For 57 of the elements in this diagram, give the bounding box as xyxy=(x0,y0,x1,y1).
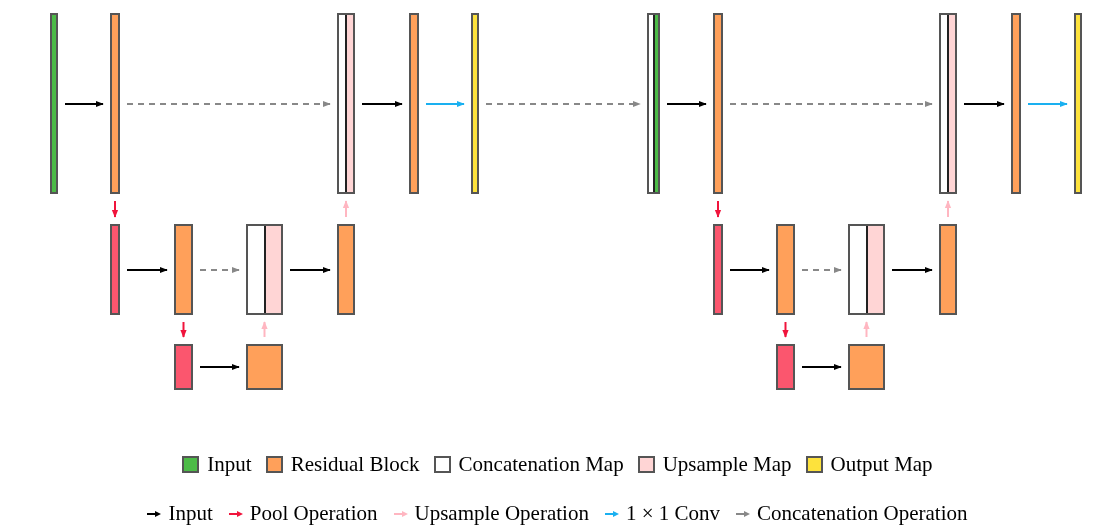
concatenation-block xyxy=(246,224,283,315)
legend-label: Pool Operation xyxy=(249,503,378,524)
pool-block xyxy=(110,224,120,315)
arrow xyxy=(714,200,722,218)
arrow xyxy=(963,100,1005,108)
pool-block xyxy=(174,344,193,390)
arrow xyxy=(64,100,104,108)
output-bar xyxy=(471,13,479,194)
arrow xyxy=(863,321,870,338)
arrow xyxy=(289,266,331,274)
arrow xyxy=(944,200,952,218)
legend-label: 1 × 1 Conv xyxy=(625,503,720,524)
arrow xyxy=(782,321,789,338)
concatenation-block xyxy=(939,13,957,194)
residual-block xyxy=(110,13,120,194)
residual-block xyxy=(337,224,355,315)
residual-block xyxy=(848,344,885,390)
arrow xyxy=(485,100,641,108)
pool-block xyxy=(713,224,723,315)
concatenation-block xyxy=(848,224,885,315)
arrow xyxy=(199,363,240,371)
arrow xyxy=(1027,100,1068,108)
arrow xyxy=(729,100,933,108)
arrow xyxy=(199,266,240,274)
residual-block xyxy=(939,224,957,315)
arrow xyxy=(342,200,350,218)
arrow xyxy=(729,266,770,274)
arrow xyxy=(111,200,119,218)
arrow xyxy=(361,100,403,108)
legend-label: Input xyxy=(168,503,213,524)
legend-label: Upsample Operation xyxy=(414,503,589,524)
arrow xyxy=(801,266,842,274)
residual-block xyxy=(409,13,419,194)
arrow xyxy=(261,321,268,338)
concatenation-block xyxy=(337,13,355,194)
residual-block xyxy=(713,13,723,194)
concatenation-block xyxy=(647,13,660,194)
residual-block xyxy=(1011,13,1021,194)
residual-block xyxy=(776,224,795,315)
arrow xyxy=(666,100,707,108)
arrow xyxy=(180,321,187,338)
arrow xyxy=(126,100,331,108)
input-bar xyxy=(50,13,58,194)
arrow xyxy=(801,363,842,371)
pool-block xyxy=(776,344,795,390)
legend-label: Concatenation Operation xyxy=(757,503,968,524)
legend-label: Upsample Map xyxy=(662,454,792,475)
residual-block xyxy=(174,224,193,315)
legend-label: Concatenation Map xyxy=(458,454,624,475)
arrow xyxy=(891,266,933,274)
legend-label: Output Map xyxy=(830,454,933,475)
arrow xyxy=(425,100,465,108)
legend-label: Residual Block xyxy=(290,454,420,475)
arrow xyxy=(126,266,168,274)
residual-block xyxy=(246,344,283,390)
output-bar xyxy=(1074,13,1082,194)
legend-label: Input xyxy=(207,454,252,475)
